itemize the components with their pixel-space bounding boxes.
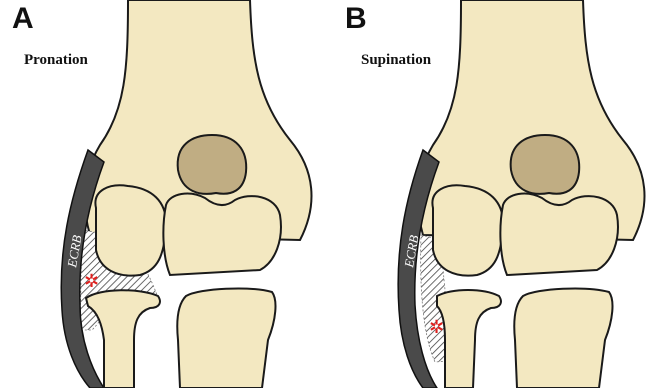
panel-supination: ECRB ✲ B Supination — [333, 0, 665, 388]
ulna — [177, 289, 275, 388]
lesion-marker-star: ✲ — [429, 317, 444, 338]
ulna — [514, 289, 612, 388]
panel-caption: Pronation — [24, 52, 88, 69]
radial-head — [86, 290, 160, 388]
radial-head — [437, 290, 501, 388]
olecranon-fossa — [511, 135, 580, 194]
capitulum — [432, 185, 503, 275]
capitulum — [95, 185, 166, 275]
panel-letter: B — [345, 4, 367, 34]
trochlea — [163, 194, 281, 275]
panel-pronation: ECRB ✲ A Pronation — [0, 0, 332, 388]
panel-letter: A — [12, 4, 34, 34]
panel-caption: Supination — [361, 52, 431, 69]
lesion-marker-star: ✲ — [84, 271, 99, 292]
olecranon-fossa — [178, 135, 247, 194]
trochlea — [500, 194, 618, 275]
